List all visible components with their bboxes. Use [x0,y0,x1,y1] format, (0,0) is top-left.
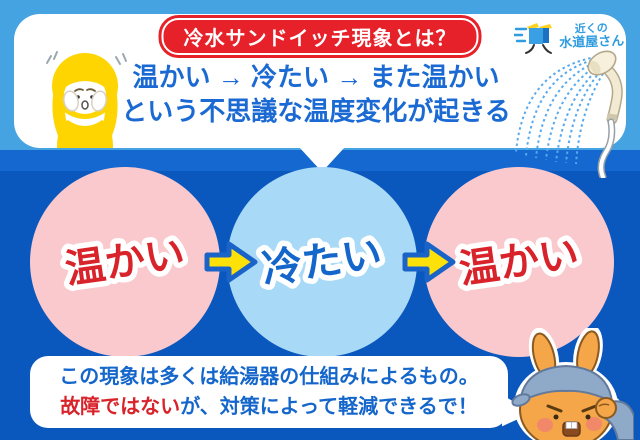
page-title: 冷水サンドイッチ現象とは？ [161,18,479,55]
plumber-logo: 近くの 水道屋さん [513,16,624,56]
flow-circle-warm-1: 温かい [30,167,220,357]
flow-circle-cold: 冷たい [227,167,417,357]
flow-circle-warm-2: 温かい [424,167,614,357]
footer-line1: この現象は多くは給湯器の仕組みによるもの。 [59,366,479,388]
delivery-box-icon [513,23,552,54]
shower-head-illustration [515,50,623,178]
footer-line2-red: 故障ではない [60,396,181,418]
footer-line2-blue: が、対策によって軽減できるで！ [180,396,478,418]
arrow-right-icon [402,241,456,283]
headline-bubble-text: 温かい → 冷たい → また温かい という不思議な温度変化が起きる [110,60,522,129]
bubble-line2: という不思議な温度変化が起きる [121,96,511,127]
footer-line2: 故障ではないが、対策によって軽減できるで！ [30,392,508,422]
title-banner: 冷水サンドイッチ現象とは？ [158,15,482,58]
rabbit-mascot-illustration [511,328,634,440]
bubble-line1: 温かい → 冷たい → また温かい [132,62,500,92]
footer-speech-box: この現象は多くは給湯器の仕組みによるもの。 故障ではないが、対策によって軽減でき… [30,356,508,428]
arrow-right-icon [204,241,258,283]
worried-woman-illustration [46,51,127,148]
